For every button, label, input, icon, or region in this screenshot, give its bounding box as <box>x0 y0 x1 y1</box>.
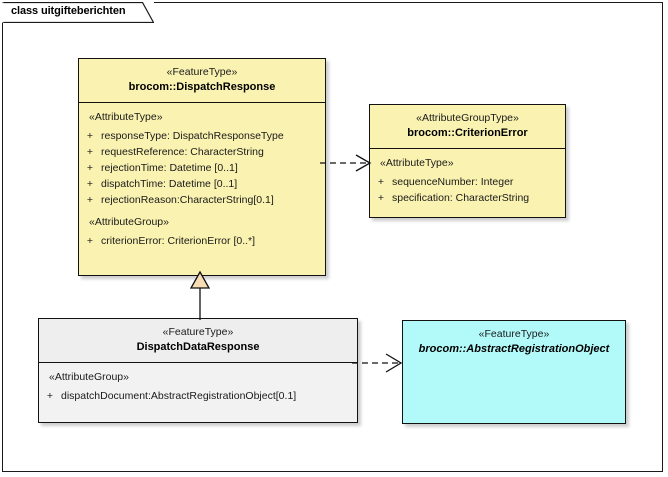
attribute-visibility: + <box>86 194 94 206</box>
attribute-row[interactable]: + dispatchDocument:AbstractRegistrationO… <box>39 388 357 404</box>
attribute-text: dispatchDocument:AbstractRegistrationObj… <box>61 390 297 402</box>
attribute-visibility: + <box>86 178 94 190</box>
diagram-title-tab: class uitgifteberichten <box>2 2 154 23</box>
compartment-group-label: «AttributeGroup» <box>49 371 129 383</box>
class-name: brocom::CriterionError <box>407 127 528 139</box>
class-box-criterion-error[interactable]: «AttributeGroupType» brocom::CriterionEr… <box>369 104 566 218</box>
class-box-abstract-registration-object[interactable]: «FeatureType» brocom::AbstractRegistrati… <box>402 320 626 424</box>
attribute-text: rejectionReason:CharacterString[0.1] <box>101 194 274 206</box>
class-header-criterion-error: «AttributeGroupType» brocom::CriterionEr… <box>370 105 565 149</box>
attribute-row[interactable]: + responseType: DispatchResponseType <box>79 128 325 144</box>
attribute-visibility: + <box>377 176 385 188</box>
attribute-visibility: + <box>86 130 94 142</box>
diagram-title-label: class uitgifteberichten <box>11 5 126 17</box>
class-body-criterion-error: «AttributeType» + sequenceNumber: Intege… <box>370 149 565 214</box>
class-header-abstract-registration-object: «FeatureType» brocom::AbstractRegistrati… <box>403 321 625 364</box>
class-name: DispatchDataResponse <box>136 341 260 353</box>
compartment-group-label: «AttributeType» <box>89 111 163 123</box>
attribute-visibility: + <box>86 146 94 158</box>
attribute-row[interactable]: + dispatchTime: Datetime [0..1] <box>79 176 325 192</box>
class-body-dispatch-data-response: «AttributeGroup» + dispatchDocument:Abst… <box>39 363 357 412</box>
attribute-visibility: + <box>86 235 94 247</box>
attribute-text: rejectionTime: Datetime [0..1] <box>101 162 238 174</box>
class-stereotype: «FeatureType» <box>478 328 550 340</box>
class-header-dispatch-response: «FeatureType» brocom::DispatchResponse <box>79 59 325 103</box>
compartment-group-label: «AttributeType» <box>380 157 454 169</box>
attribute-text: criterionError: CriterionError [0..*] <box>101 235 256 247</box>
title-tab-shape <box>2 2 154 23</box>
class-stereotype: «FeatureType» <box>166 66 238 78</box>
attribute-text: requestReference: CharacterString <box>101 146 264 158</box>
class-stereotype: «FeatureType» <box>162 326 234 338</box>
class-name: brocom::AbstractRegistrationObject <box>418 343 610 355</box>
attribute-text: responseType: DispatchResponseType <box>101 130 284 142</box>
class-header-dispatch-data-response: «FeatureType» DispatchDataResponse <box>39 319 357 363</box>
attribute-visibility: + <box>46 390 54 402</box>
class-stereotype: «AttributeGroupType» <box>416 112 519 124</box>
attribute-text: specification: CharacterString <box>392 192 530 204</box>
attribute-row[interactable]: + rejectionTime: Datetime [0..1] <box>79 160 325 176</box>
attribute-row[interactable]: + rejectionReason:CharacterString[0.1] <box>79 192 325 208</box>
attribute-row[interactable]: + criterionError: CriterionError [0..*] <box>79 233 325 249</box>
attribute-row[interactable]: + requestReference: CharacterString <box>79 144 325 160</box>
class-name: brocom::DispatchResponse <box>128 81 276 93</box>
attribute-visibility: + <box>377 192 385 204</box>
compartment-group-label: «AttributeGroup» <box>89 216 169 228</box>
attribute-text: sequenceNumber: Integer <box>392 176 514 188</box>
attribute-row[interactable]: + specification: CharacterString <box>370 190 565 206</box>
class-body-dispatch-response: «AttributeType» + responseType: Dispatch… <box>79 103 325 257</box>
attribute-text: dispatchTime: Datetime [0..1] <box>101 178 238 190</box>
class-box-dispatch-response[interactable]: «FeatureType» brocom::DispatchResponse «… <box>78 58 326 276</box>
attribute-visibility: + <box>86 162 94 174</box>
attribute-row[interactable]: + sequenceNumber: Integer <box>370 174 565 190</box>
class-box-dispatch-data-response[interactable]: «FeatureType» DispatchDataResponse «Attr… <box>38 318 358 423</box>
